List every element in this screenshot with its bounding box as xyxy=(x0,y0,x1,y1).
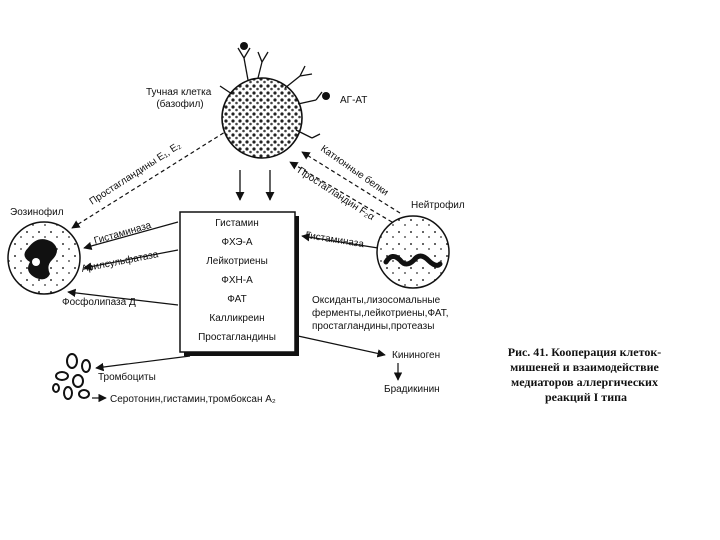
phospholipase-arrow xyxy=(67,288,179,306)
mediator-item: ФХН-А xyxy=(221,275,253,286)
bradykinin-label: Брадикинин xyxy=(384,384,440,395)
phospholipase-label: Фосфолипаза Д xyxy=(62,296,136,308)
histaminase-right-label: Гистаминаза xyxy=(305,230,365,250)
mediator-item: Гистамин xyxy=(215,218,258,229)
mediator-item: ФХЭ-А xyxy=(221,237,252,248)
mast-cell-label: Тучная клетка (базофил) xyxy=(146,87,214,110)
neutrophil-products: Оксиданты,лизосомальные ферменты,лейкотр… xyxy=(312,295,451,332)
prostaglandins-e-label: Простагландины Е₁, Е₂ xyxy=(88,140,184,207)
platelets-label: Тромбоциты xyxy=(98,371,156,383)
platelet-products-label: Серотонин,гистамин,тромбоксан А₂ xyxy=(110,393,276,405)
segmented-nucleus xyxy=(383,253,443,268)
histaminase-right-arrow xyxy=(301,233,379,249)
eosinophil-cell: Эозинофил xyxy=(7,206,81,295)
arylsulfatase-label: Арилсульфатаза xyxy=(80,248,159,275)
histaminase-left-arrow xyxy=(83,221,179,251)
prostaglandin-f-arrow xyxy=(289,161,393,223)
kallikrein-arrow xyxy=(297,335,386,358)
antigen-dot xyxy=(322,92,330,100)
figure-caption: Рис. 41. Кооперация клеток- мишеней и вз… xyxy=(508,345,665,404)
kininogen-label: Кининоген xyxy=(392,350,440,361)
neutrophil-label: Нейтрофил xyxy=(411,199,465,211)
mediator-item: Простагландины xyxy=(198,332,276,343)
eosinophil-label: Эозинофил xyxy=(10,206,64,218)
neutrophil-cell: Нейтрофил xyxy=(376,199,465,289)
prostaglandins-e-arrow xyxy=(71,131,226,229)
antigen-antibody-label: АГ-АТ xyxy=(340,95,367,106)
arylsulfatase-arrow xyxy=(83,249,179,271)
histaminase-left-label: Гистаминаза xyxy=(93,220,153,247)
receptor-antennas xyxy=(219,47,323,139)
mediator-item: ФАТ xyxy=(227,294,246,305)
platelets-cluster xyxy=(52,353,91,400)
bilobed-nucleus xyxy=(24,239,58,280)
cationic-proteins-arrow xyxy=(301,151,401,214)
box-to-platelets-arrow xyxy=(95,355,191,372)
mediator-item: Калликреин xyxy=(209,313,264,324)
mediators-box: Гистамин ФХЭ-А Лейкотриены ФХН-А ФАТ Кал… xyxy=(179,211,299,356)
mast-cell: Тучная клетка (базофил) АГ-АТ xyxy=(146,42,367,159)
mediator-item: Лейкотриены xyxy=(206,256,268,267)
antigen-dot xyxy=(240,42,248,50)
